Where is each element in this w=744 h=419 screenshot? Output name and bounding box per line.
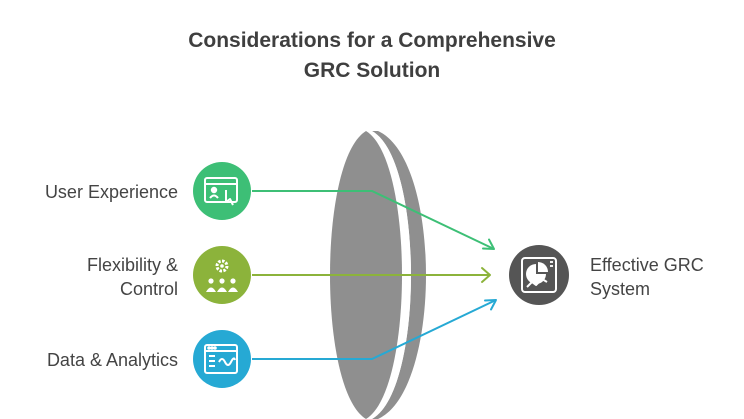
- connector-lines: [252, 190, 497, 360]
- label-output-line-2: System: [590, 279, 651, 299]
- diagram-title: Considerations for a Comprehensive GRC S…: [0, 26, 744, 86]
- label-output-line-1: Effective GRC: [590, 255, 704, 275]
- team-settings-icon: [206, 259, 238, 292]
- label-flexibility-line-1: Flexibility &: [86, 255, 178, 275]
- analytics-dashboard-icon: [204, 344, 238, 374]
- label-data-analytics: Data & Analytics: [47, 348, 178, 372]
- data-analytics-node: [193, 330, 251, 388]
- title-line-2: GRC Solution: [303, 59, 441, 82]
- dashboard-chart-icon: [521, 257, 557, 293]
- effective-grc-system-node: [509, 245, 569, 305]
- label-user-experience: User Experience: [45, 180, 178, 204]
- label-effective-grc-system: Effective GRC System: [590, 253, 704, 301]
- connector-data-analytics: [252, 299, 497, 360]
- label-data-analytics-text: Data & Analytics: [46, 350, 178, 370]
- label-flexibility-control: Flexibility & Control: [87, 253, 178, 301]
- label-user-experience-text: User Experience: [44, 182, 178, 202]
- title-line-1: Considerations for a Comprehensive: [188, 29, 556, 52]
- connector-user-experience: [252, 190, 495, 250]
- label-flexibility-line-2: Control: [119, 279, 178, 299]
- flexibility-control-node: [193, 246, 251, 304]
- user-click-icon: [204, 177, 238, 206]
- user-experience-node: [193, 162, 251, 220]
